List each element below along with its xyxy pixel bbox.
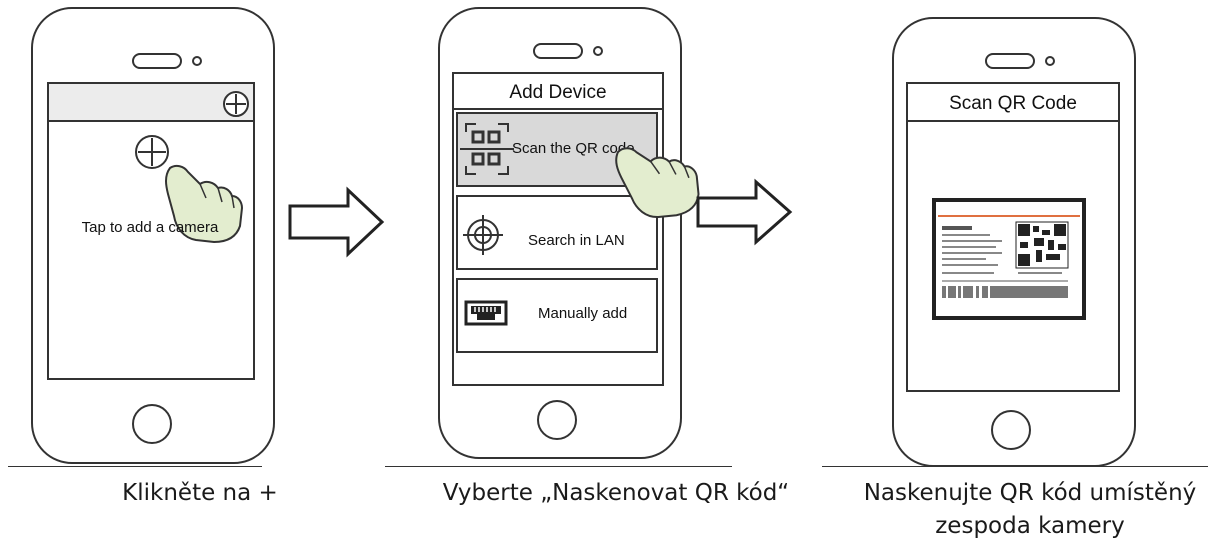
qr-code-icon (1015, 221, 1069, 269)
speaker-icon (985, 53, 1035, 69)
phone-2: Add Device Scan the QR code Search in LA… (438, 7, 705, 459)
divider-line (822, 466, 1208, 467)
step-1-caption: Klikněte na + (122, 480, 278, 506)
phone-3-header (906, 82, 1120, 122)
scan-qr-title: Scan QR Code (949, 93, 1077, 114)
option-scan-qr-label: Scan the QR code (512, 140, 635, 157)
device-label (932, 198, 1086, 320)
phone-1: Tap to add a camera (31, 7, 275, 464)
camera-dot-icon (1045, 56, 1055, 66)
barcode-icon (942, 286, 1068, 298)
step-2-caption: Vyberte „Naskenovat QR kód“ (442, 480, 790, 506)
camera-dot-icon (192, 56, 202, 66)
plus-circle-icon[interactable] (135, 135, 169, 169)
plus-circle-icon[interactable] (223, 91, 249, 117)
home-button[interactable] (132, 404, 172, 444)
qr-code-icon (460, 123, 514, 175)
step-3-caption: Naskenujte QR kód umístěný zespoda kamer… (863, 480, 1197, 539)
phone-1-header (47, 82, 255, 122)
arrow-right-icon (696, 178, 793, 246)
crosshair-icon (463, 215, 503, 255)
divider-line (8, 466, 262, 467)
add-device-title: Add Device (509, 82, 606, 103)
camera-dot-icon (593, 46, 603, 56)
speaker-icon (533, 43, 583, 59)
tap-hint-label: Tap to add a camera (82, 219, 219, 236)
option-search-lan-label: Search in LAN (528, 232, 625, 249)
home-button[interactable] (991, 410, 1031, 450)
arrow-right-icon (288, 186, 385, 258)
speaker-icon (132, 53, 182, 69)
ethernet-port-icon (464, 300, 508, 326)
home-button[interactable] (537, 400, 577, 440)
divider-line (385, 466, 732, 467)
option-manually-add-label: Manually add (538, 305, 627, 322)
phone-2-header (452, 72, 664, 110)
phone-3: Scan QR Code (892, 17, 1136, 467)
